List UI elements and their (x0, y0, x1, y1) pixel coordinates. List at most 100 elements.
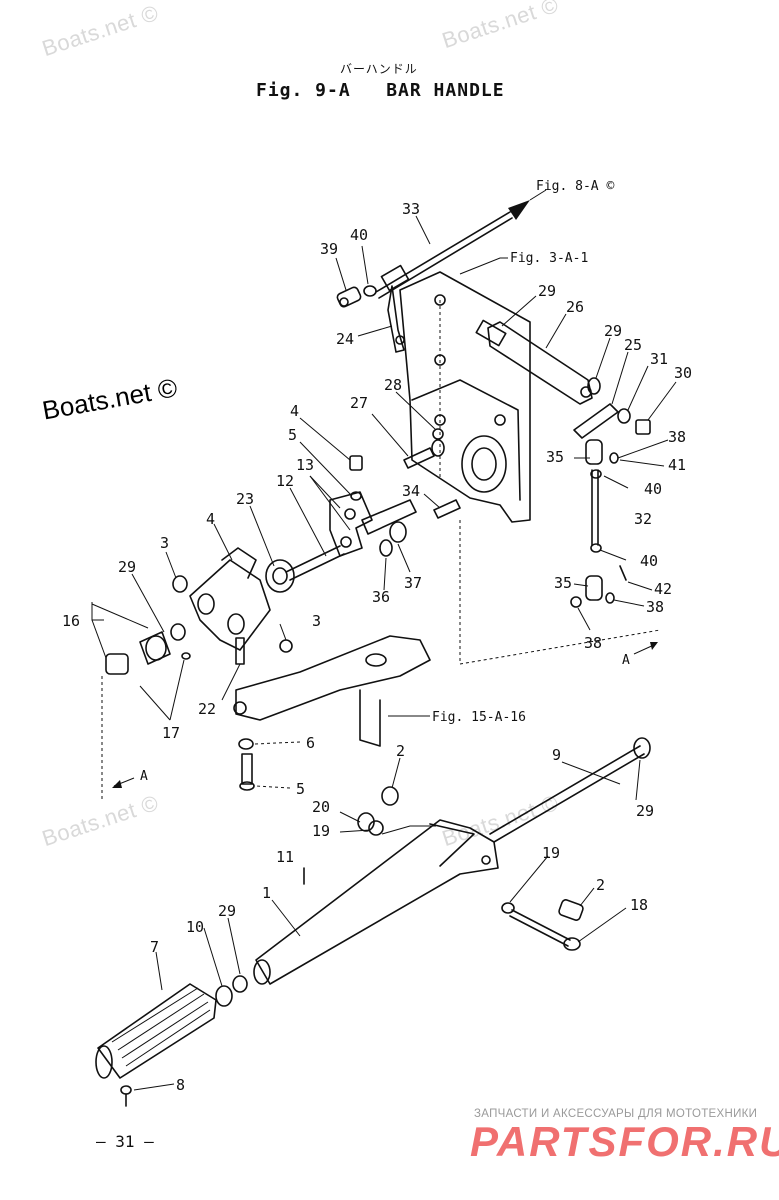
nut-30 (635, 419, 651, 435)
washer-19-upper (368, 820, 384, 836)
footer-logo: PARTSFOR.RU (470, 1118, 779, 1165)
shaft-12 (285, 545, 345, 581)
leader-lines (131, 215, 677, 1091)
callout-7: 7 (150, 938, 159, 956)
page-number: — 31 — (96, 1132, 154, 1151)
callout-30: 30 (674, 364, 692, 382)
callout-36: 36 (372, 588, 390, 606)
washer-29-right (587, 377, 601, 395)
callout-35: 35 (546, 448, 564, 466)
washer-31 (617, 408, 631, 424)
lever-24 (387, 285, 405, 353)
vertical-rod-32 (570, 439, 627, 608)
grip-7 (95, 983, 217, 1079)
washer-6 (238, 738, 254, 750)
callout-37: 37 (404, 574, 422, 592)
callout-3: 3 (160, 534, 169, 552)
callout-10: 10 (186, 918, 204, 936)
washer-40-top (363, 285, 377, 297)
callout-20: 20 (312, 798, 330, 816)
callout-24: 24 (336, 330, 354, 348)
bolt-2-upper (381, 786, 399, 806)
callout-40b: 40 (644, 480, 662, 498)
callout-9: 9 (552, 746, 561, 764)
callout-5: 5 (288, 426, 297, 444)
callout-38: 38 (668, 428, 686, 446)
callout-12: 12 (276, 472, 294, 490)
washer-29-grip (232, 975, 248, 993)
callout-26: 26 (566, 298, 584, 316)
callout-5b: 5 (296, 780, 305, 798)
callout-3b: 3 (312, 612, 321, 630)
callout-25: 25 (624, 336, 642, 354)
rod-end-39 (336, 286, 362, 308)
callout-13: 13 (296, 456, 314, 474)
washer-28 (432, 428, 444, 440)
callout-32: 32 (634, 510, 652, 528)
bracket-4 (189, 547, 271, 665)
page-title: Fig. 9-A BAR HANDLE (256, 80, 505, 101)
callout-22: 22 (198, 700, 216, 718)
collar-23 (265, 559, 295, 593)
callout-16: 16 (62, 612, 80, 630)
callout-40: 40 (350, 226, 368, 244)
washer-5-top (350, 491, 362, 501)
bolt-34 (433, 499, 461, 519)
callout-33: 33 (402, 200, 420, 218)
callout-labels: 33 40 39 24 29 26 29 25 31 30 28 27 38 3… (62, 200, 692, 1094)
callout-31: 31 (650, 350, 668, 368)
callout-23: 23 (236, 490, 254, 508)
bushing-3-right (279, 639, 293, 653)
callout-17: 17 (162, 724, 180, 742)
callout-19b: 19 (542, 844, 560, 862)
callout-29e: 29 (218, 902, 236, 920)
bushing-3-left (172, 575, 188, 593)
callout-42: 42 (654, 580, 672, 598)
callout-29d: 29 (636, 802, 654, 820)
nut-37 (389, 521, 407, 543)
callout-28: 28 (384, 376, 402, 394)
ref-fig-3a1: Fig. 3-A-1 (510, 251, 588, 266)
bolt-4-top (349, 455, 363, 471)
callout-29: 29 (538, 282, 556, 300)
callout-8: 8 (176, 1076, 185, 1094)
callout-2: 2 (396, 742, 405, 760)
link-arm-26 (475, 319, 593, 405)
nut-2-lower (558, 899, 584, 921)
rod-9 (489, 737, 651, 843)
view-a-right: A (622, 653, 630, 668)
callout-4: 4 (290, 402, 299, 420)
bolt-5-lower (239, 753, 255, 791)
callout-38b: 38 (646, 598, 664, 616)
callout-40c: 40 (640, 552, 658, 570)
washer-29-left (170, 623, 186, 641)
callout-39: 39 (320, 240, 338, 258)
bolt-18 (509, 909, 581, 951)
callout-38c: 38 (584, 634, 602, 652)
collar-10 (215, 985, 233, 1007)
callout-1: 1 (262, 884, 271, 902)
washer-19-lower (501, 902, 515, 914)
view-a-left: A (140, 769, 148, 784)
footer-tagline: ЗАПЧАСТИ И АКСЕССУАРЫ ДЛЯ МОТОТЕХНИКИ (474, 1108, 758, 1120)
callout-35b: 35 (554, 574, 572, 592)
lever-13 (329, 491, 417, 557)
ref-fig-8a: Fig. 8-A © (536, 179, 614, 194)
mounting-bracket-plate (399, 271, 531, 523)
bolt-27 (403, 439, 445, 469)
page-subtitle-japanese: バーハンドル (340, 62, 418, 76)
callout-18: 18 (630, 896, 648, 914)
callout-27: 27 (350, 394, 368, 412)
screw-8 (120, 1085, 132, 1107)
link-25 (573, 403, 619, 439)
pin-17 (181, 652, 191, 660)
callout-19: 19 (312, 822, 330, 840)
callout-11: 11 (276, 848, 294, 866)
callout-6: 6 (306, 734, 315, 752)
callout-34: 34 (402, 482, 420, 500)
arm-22 (233, 635, 431, 747)
knob-16 (105, 631, 171, 675)
washer-36 (379, 539, 393, 557)
control-rod-33 (375, 189, 547, 299)
callout-29b: 29 (604, 322, 622, 340)
